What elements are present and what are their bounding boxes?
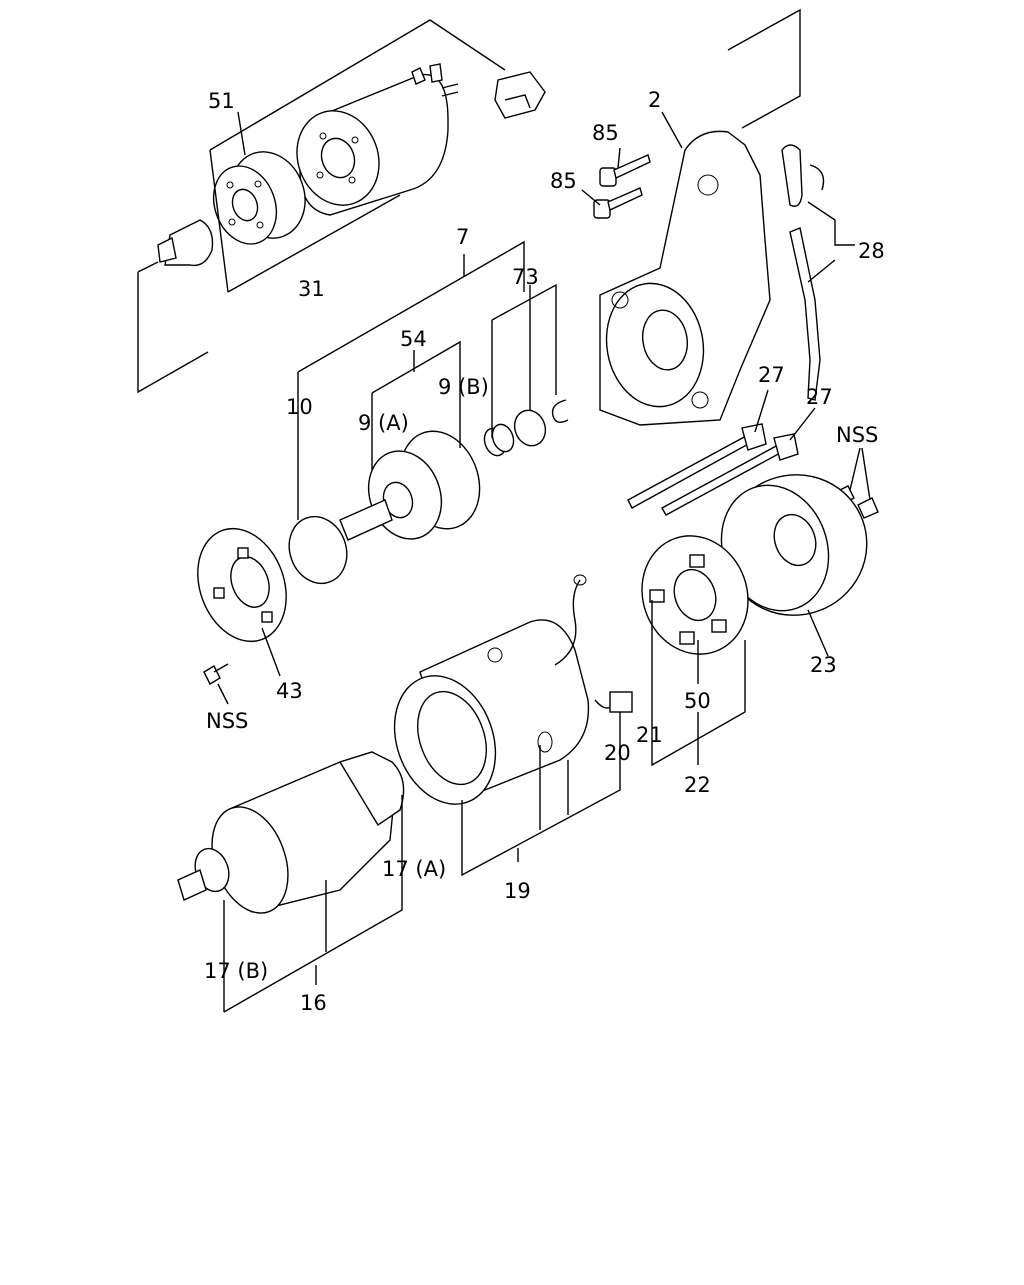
callout-nss-left: NSS <box>206 709 248 733</box>
plunger <box>157 219 214 267</box>
callout-21: 21 <box>636 723 663 747</box>
connector-clip <box>494 71 546 119</box>
callout-16: 16 <box>300 991 327 1015</box>
callout-27-upper: 27 <box>758 363 785 387</box>
callout-28: 28 <box>858 239 885 263</box>
callout-labels: 51 31 7 73 54 9 (B) 9 (A) 10 2 85 85 28 … <box>204 88 885 1015</box>
callout-43: 43 <box>276 679 303 703</box>
callout-20: 20 <box>604 741 631 765</box>
callout-23: 23 <box>810 653 837 677</box>
callout-17a: 17 (A) <box>382 857 446 881</box>
solenoid-assembly <box>296 63 459 216</box>
callout-54: 54 <box>400 327 427 351</box>
callout-85-upper: 85 <box>592 121 619 145</box>
brush-holder-50 <box>641 535 749 655</box>
callout-nss-right: NSS <box>836 423 878 447</box>
callout-7: 7 <box>456 225 469 249</box>
callout-9b: 9 (B) <box>438 375 489 399</box>
screw-nss-left <box>203 663 229 685</box>
armature-16 <box>177 751 405 914</box>
bolts-85 <box>593 154 651 219</box>
drive-housing-2 <box>599 130 771 426</box>
callout-19: 19 <box>504 879 531 903</box>
callout-51: 51 <box>208 89 235 113</box>
callout-27-lower: 27 <box>806 385 833 409</box>
callout-9a: 9 (A) <box>358 411 409 435</box>
callout-85-lower: 85 <box>550 169 577 193</box>
rear-cover-23 <box>720 474 868 616</box>
plate-51 <box>212 151 306 245</box>
shaft-10 <box>288 499 393 585</box>
plate-43 <box>197 527 287 643</box>
lever-28 <box>781 144 825 401</box>
callout-17b: 17 (B) <box>204 959 268 983</box>
callout-22: 22 <box>684 773 711 797</box>
callout-73: 73 <box>512 265 539 289</box>
callout-31: 31 <box>298 277 325 301</box>
callout-10: 10 <box>286 395 313 419</box>
clutch-9 <box>367 430 481 540</box>
callout-2: 2 <box>648 88 661 112</box>
leader-lines <box>137 8 871 1013</box>
spring-and-ring-73 <box>483 399 569 457</box>
callout-50: 50 <box>684 689 711 713</box>
yoke-19 <box>393 574 633 805</box>
through-bolts-27 <box>627 423 799 516</box>
